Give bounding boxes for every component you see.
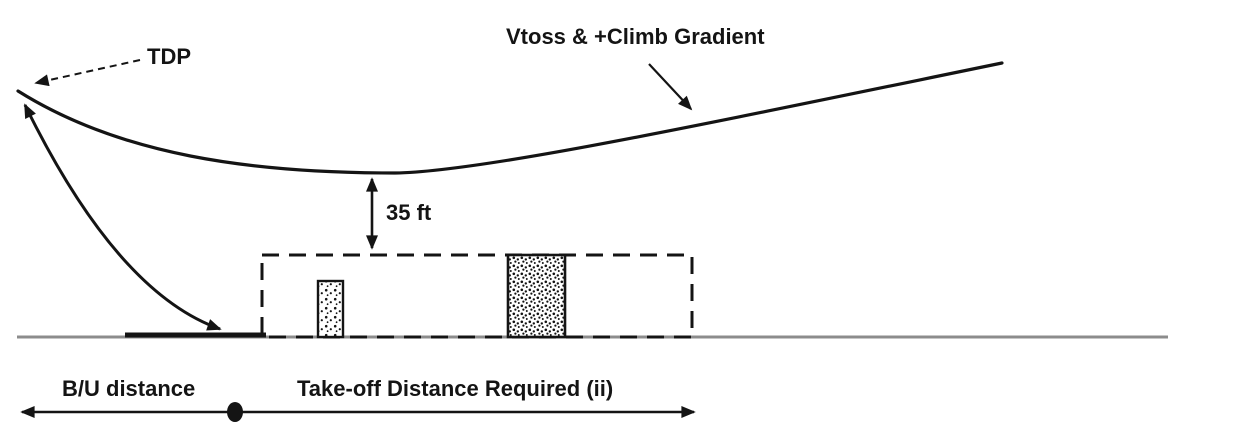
tdp-label: TDP (147, 44, 191, 69)
clearance-height-label: 35 ft (386, 200, 432, 225)
climb-gradient-label: Vtoss & +Climb Gradient (506, 24, 765, 49)
backup-distance-label: B/U distance (62, 376, 196, 401)
tdp-pointer-arrow (34, 59, 141, 87)
obstacle-large (506, 253, 567, 339)
flight-path-curve (16, 61, 1004, 175)
obstacle-area-boundary (260, 253, 694, 339)
distance-split-dot (227, 402, 243, 422)
climb-gradient-pointer-arrow (648, 63, 693, 111)
backup-maneuver-arrow (23, 103, 222, 331)
obstacle-small (316, 279, 345, 339)
takeoff-distance-label: Take-off Distance Required (ii) (297, 376, 614, 401)
